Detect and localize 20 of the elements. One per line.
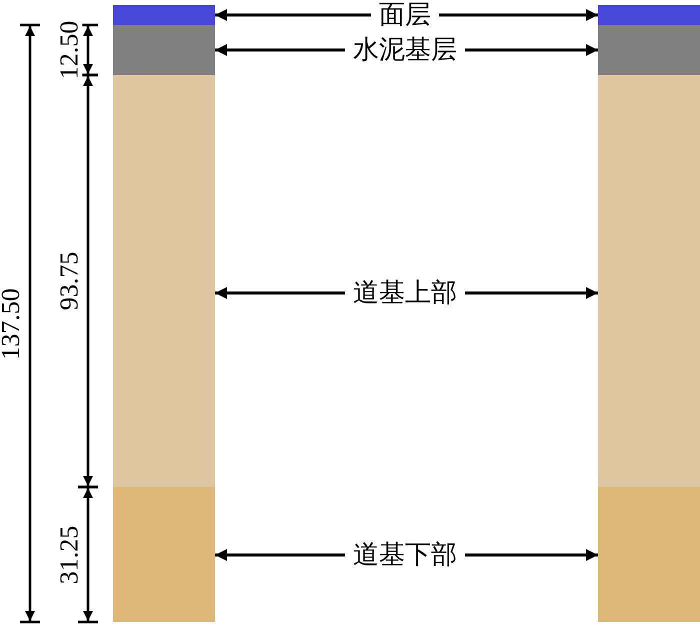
- layer-label: 面层: [371, 1, 439, 29]
- layer-band: [113, 487, 215, 622]
- layer-label: 水泥基层: [345, 36, 465, 64]
- layer-label: 道基下部: [345, 541, 465, 569]
- leader-line: [465, 549, 598, 561]
- layer-band: [598, 25, 700, 75]
- leader-line: [215, 549, 345, 561]
- leader-line: [215, 287, 345, 299]
- layer-band: [113, 75, 215, 487]
- leader-line: [465, 44, 598, 56]
- leader-line: [465, 287, 598, 299]
- layer-band: [598, 5, 700, 25]
- layer-label: 道基上部: [345, 279, 465, 307]
- leader-line: [439, 9, 598, 21]
- layer-band: [113, 5, 215, 25]
- layer-band: [598, 75, 700, 487]
- layer-band: [598, 487, 700, 622]
- leader-line: [215, 44, 345, 56]
- layer-band: [113, 25, 215, 75]
- leader-line: [215, 9, 371, 21]
